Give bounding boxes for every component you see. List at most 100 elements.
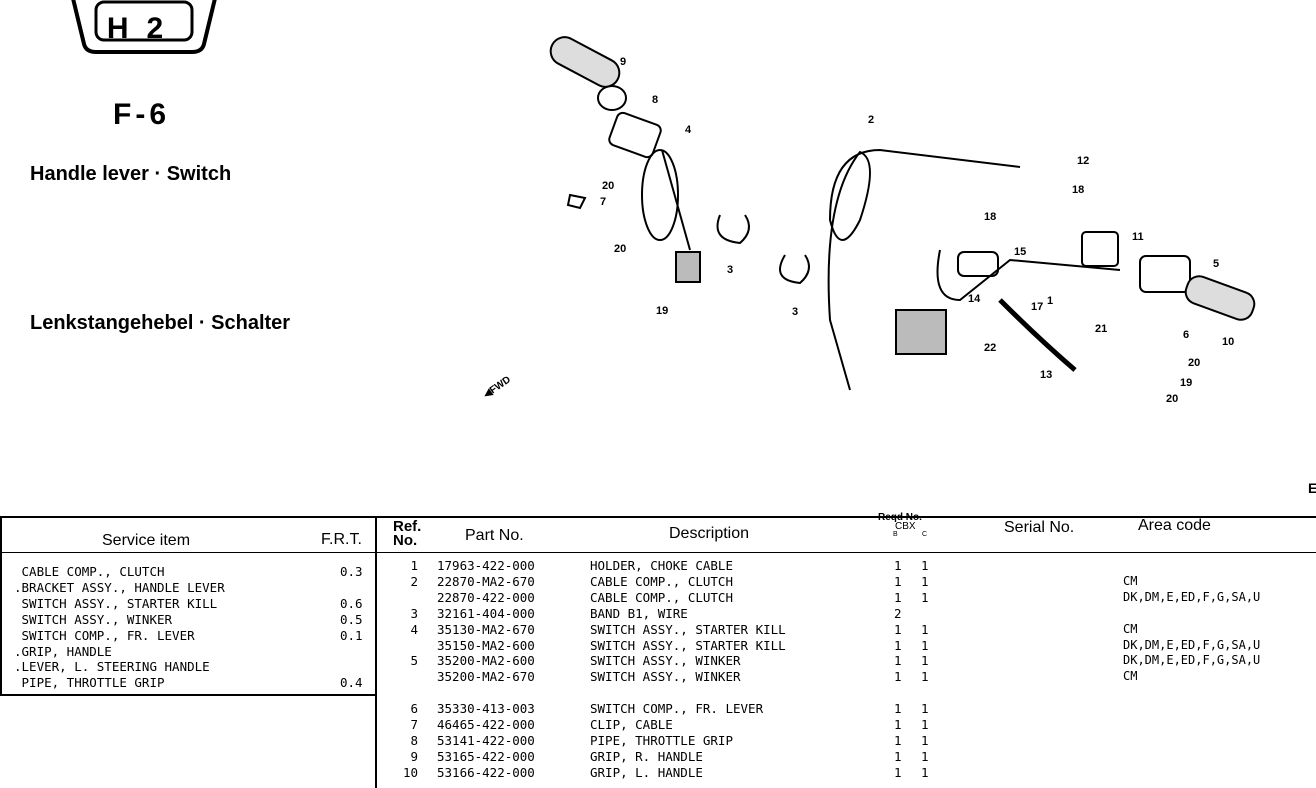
part-no: 35200-MA2-670 (437, 669, 535, 685)
service-item-name: .LEVER, L. STEERING HANDLE (14, 659, 210, 675)
callout-number: 19 (656, 305, 669, 317)
table-header-rule (0, 552, 1316, 553)
callout-number: 11 (1132, 231, 1144, 243)
callout-number: 20 (1188, 357, 1201, 369)
part-no: 22870-MA2-670 (437, 573, 535, 589)
callout-number: 6 (1183, 329, 1190, 341)
part-no: 53141-422-000 (437, 732, 535, 748)
description-header: Description (669, 525, 750, 542)
qty-c: 1 (921, 669, 929, 685)
part-no: 35130-MA2-670 (437, 621, 535, 637)
qty-c: 1 (921, 589, 929, 605)
callout-number: 18 (984, 211, 997, 223)
ref-no: 7 (410, 717, 418, 732)
description: GRIP, L. HANDLE (590, 764, 703, 780)
figure-number: F-6 (113, 98, 170, 131)
description: CABLE COMP., CLUTCH (590, 589, 733, 605)
qty-b: 1 (894, 748, 902, 764)
reqd-sub-b: B (893, 531, 898, 538)
callout-number: 20 (614, 243, 627, 255)
part-no: 46465-422-000 (437, 717, 535, 732)
part-no: 35200-MA2-600 (437, 653, 535, 669)
qty-b: 1 (894, 732, 902, 748)
qty-c: 1 (921, 764, 929, 780)
callout-number: 20 (602, 180, 615, 192)
service-item-name: SWITCH ASSY., WINKER (14, 611, 173, 627)
callout-number: 22 (984, 342, 997, 354)
ref-no: 6 (410, 701, 418, 717)
corner-mark: E (1308, 480, 1316, 496)
qty-b: 1 (894, 701, 902, 717)
qty-b: 1 (894, 558, 902, 573)
right-grip-drawing (549, 36, 701, 283)
area-code: CM (1123, 573, 1138, 588)
qty-c: 1 (921, 573, 929, 589)
area-code-header: Area code (1138, 517, 1211, 534)
qty-b: 1 (894, 717, 902, 732)
part-no: 22870-422-000 (437, 589, 535, 605)
service-table-bottom-rule (0, 694, 376, 696)
callout-number: 7 (600, 196, 607, 208)
description: CABLE COMP., CLUTCH (590, 573, 733, 589)
qty-c: 1 (921, 653, 929, 669)
service-item-name: SWITCH ASSY., STARTER KILL (14, 595, 218, 611)
qty-c: 1 (921, 732, 929, 748)
description: SWITCH ASSY., STARTER KILL (590, 621, 786, 637)
qty-c: 1 (921, 701, 929, 717)
callout-number: 3 (792, 306, 799, 318)
left-switch-assembly-drawing (895, 231, 1256, 372)
description: HOLDER, CHOKE CABLE (590, 558, 733, 573)
title-german: Lenkstangehebel · Schalter (30, 312, 291, 334)
reqd-sub-c: C (922, 531, 928, 538)
part-no: 17963-422-000 (437, 558, 535, 573)
reqd-model-header: CBX (895, 521, 916, 532)
exploded-parts-diagram (549, 36, 1256, 391)
service-frt: 0.6 (340, 595, 363, 611)
callout-number: 10 (1222, 336, 1235, 348)
area-code: CM (1123, 621, 1138, 636)
part-no-header: Part No. (465, 527, 524, 544)
part-no: 53166-422-000 (437, 764, 535, 780)
description: CLIP, CABLE (590, 717, 673, 732)
qty-c: 1 (921, 717, 929, 732)
callout-number: 17 (1031, 301, 1044, 313)
description: SWITCH ASSY., STARTER KILL (590, 637, 786, 653)
ref-no: 4 (410, 621, 418, 637)
service-frt: 0.3 (340, 564, 363, 579)
callout-number: 9 (620, 56, 627, 68)
table-left-rule (0, 516, 2, 696)
callout-number: 8 (652, 94, 659, 106)
ref-no: 5 (410, 653, 418, 669)
ref-no: 2 (410, 573, 418, 589)
serial-no-header: Serial No. (1004, 519, 1075, 536)
title-english: Handle lever · Switch (30, 163, 232, 185)
callout-number: 3 (727, 264, 734, 276)
service-frt: 0.5 (340, 611, 363, 627)
logo-text: H2 (106, 12, 182, 45)
part-no: 35150-MA2-600 (437, 637, 535, 653)
qty-b: 1 (894, 669, 902, 685)
ref-no: 9 (410, 748, 418, 764)
ref-no: 1 (410, 558, 418, 573)
service-frt: 0.1 (340, 627, 363, 643)
callout-number: 21 (1095, 323, 1108, 335)
callout-number: 4 (685, 124, 692, 136)
table-top-rule (0, 516, 1316, 518)
qty-c: 1 (921, 748, 929, 764)
callout-number: 12 (1077, 155, 1090, 167)
qty-c: 1 (921, 621, 929, 637)
callout-number: 18 (1072, 184, 1085, 196)
description: GRIP, R. HANDLE (590, 748, 703, 764)
model-logo-badge (71, 0, 217, 54)
service-item-name: .GRIP, HANDLE (14, 643, 112, 659)
service-item-header: Service item (102, 532, 191, 549)
qty-b: 1 (894, 573, 902, 589)
callout-number: 2 (868, 114, 875, 126)
area-code: DK,DM,E,ED,F,G,SA,U (1123, 653, 1261, 668)
qty-b: 1 (894, 589, 902, 605)
band-clips-drawing (566, 193, 810, 285)
area-code: DK,DM,E,ED,F,G,SA,U (1123, 589, 1261, 604)
callout-number: 13 (1040, 369, 1053, 381)
service-item-name: SWITCH COMP., FR. LEVER (14, 627, 195, 643)
